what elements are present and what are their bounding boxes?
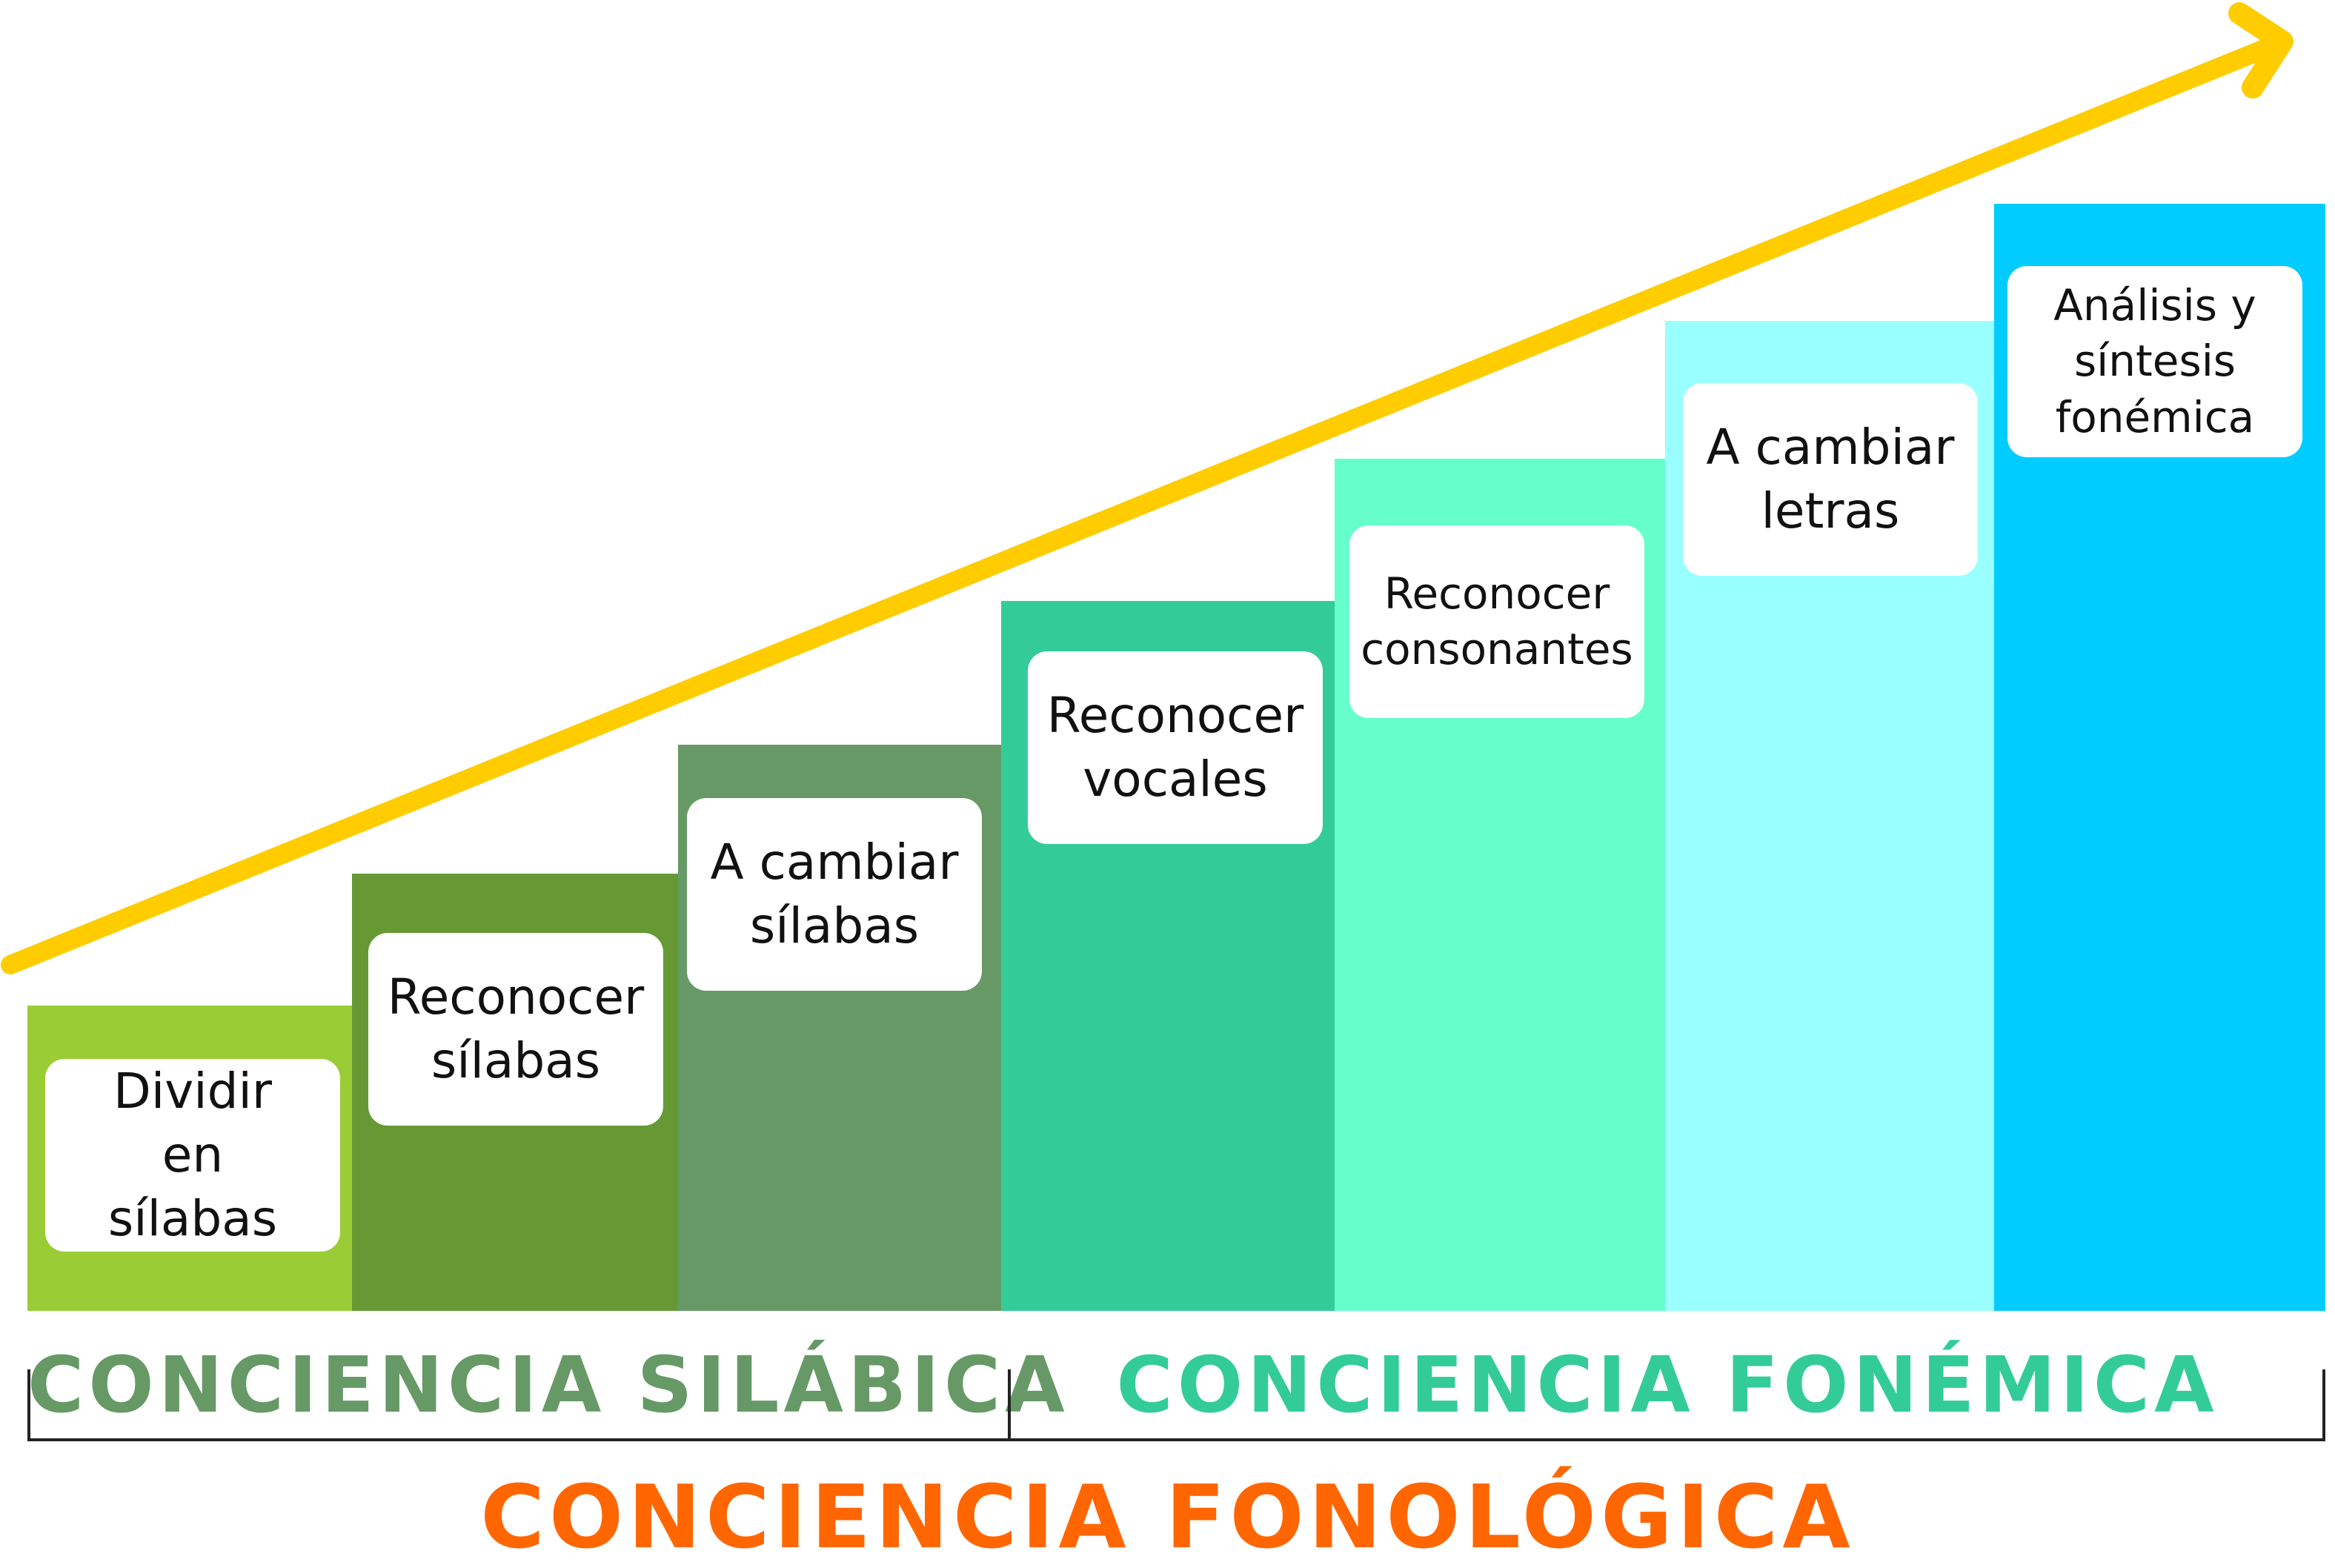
step-label-box: Reconocer sílabas [368, 933, 663, 1126]
step-label: Reconocer sílabas [387, 969, 645, 1089]
step-label: Reconocer vocales [1046, 687, 1304, 808]
step-dividir-silabas: Dividir en sílabas [27, 1006, 352, 1311]
step-analisis-sintesis: Análisis y síntesis fonémica [1994, 204, 2325, 1311]
main-title: CONCIENCIA FONOLÓGICA [480, 1466, 1855, 1568]
step-reconocer-vocales: Reconocer vocales [1001, 601, 1335, 1311]
step-label: A cambiar sílabas [710, 834, 959, 954]
bracket-baseline [27, 1438, 2325, 1441]
step-cambiar-silabas: A cambiar sílabas [678, 745, 1001, 1311]
step-label: Dividir en sílabas [107, 1063, 278, 1247]
step-label-box: Reconocer vocales [1028, 651, 1323, 844]
step-label-box: A cambiar sílabas [687, 798, 982, 991]
step-label-box: Reconocer consonantes [1349, 525, 1644, 718]
step-reconocer-consonantes: Reconocer consonantes [1335, 459, 1665, 1311]
step-cambiar-letras: A cambiar letras [1665, 321, 1994, 1311]
bracket-middle-tick [1008, 1369, 1011, 1441]
group-title-silabica: CONCIENCIA SILÁBICA [27, 1340, 1069, 1430]
step-label-box: A cambiar letras [1683, 383, 1978, 576]
step-label: Reconocer consonantes [1361, 568, 1633, 674]
step-reconocer-silabas: Reconocer sílabas [352, 874, 678, 1311]
step-label: A cambiar letras [1706, 419, 1955, 539]
step-label-box: Dividir en sílabas [45, 1059, 340, 1252]
step-label-box: Análisis y síntesis fonémica [2007, 266, 2302, 457]
step-label: Análisis y síntesis fonémica [2053, 279, 2256, 442]
group-title-fonemica: CONCIENCIA FONÉMICA [1116, 1340, 2219, 1430]
bracket-right-tick [2322, 1369, 2325, 1441]
bracket-left-tick [27, 1369, 30, 1441]
